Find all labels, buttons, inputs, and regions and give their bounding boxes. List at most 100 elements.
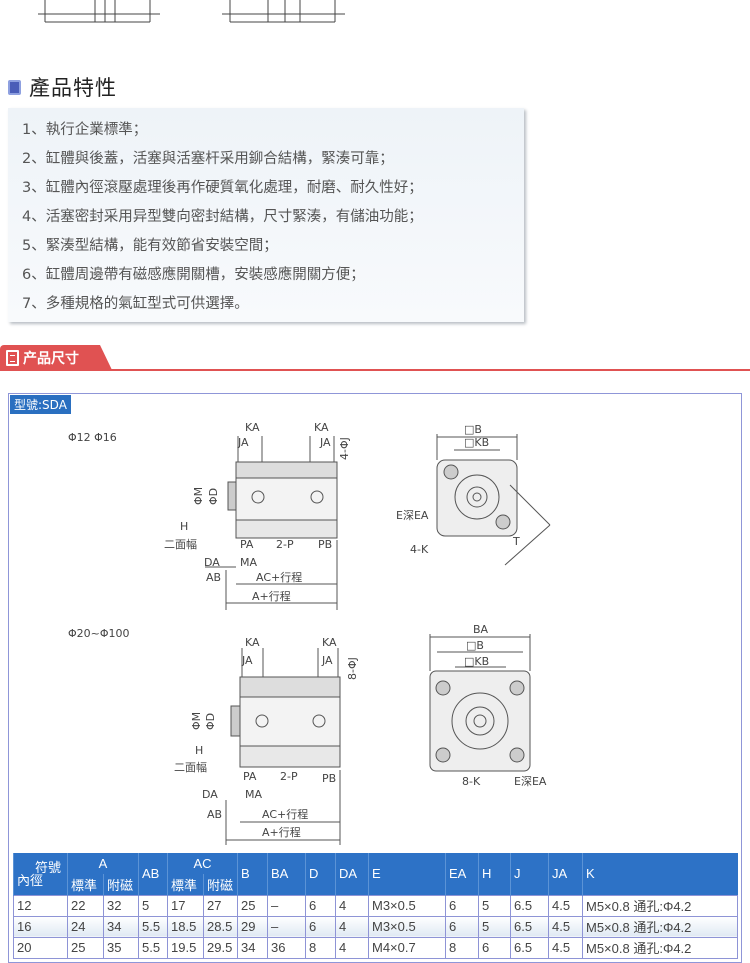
dim-label: AC+行程 <box>256 571 302 584</box>
header-DA: DA <box>335 853 369 895</box>
dim-label: E深EA <box>514 775 547 788</box>
drawing-small-front-view <box>436 434 551 566</box>
subheader-standard: 標準 <box>67 874 104 895</box>
table-cell: 19.5 <box>167 936 204 959</box>
dim-label: □KB <box>464 655 489 668</box>
header-E: E <box>368 853 446 895</box>
table-cell: M3×0.5 <box>368 915 446 938</box>
dim-label: DA <box>204 556 220 569</box>
dim-label: PA <box>240 538 254 551</box>
table-cell: – <box>267 915 306 938</box>
dim-label: JA <box>241 654 253 667</box>
table-cell: M4×0.7 <box>368 936 446 959</box>
table-cell: 5.5 <box>138 936 168 959</box>
header-JA: JA <box>548 853 583 895</box>
model-label: 型號:SDA <box>10 395 71 414</box>
dim-label: 二面幅 <box>164 538 197 551</box>
dim-label: KA <box>322 636 337 649</box>
dim-label: ΦD <box>204 713 217 730</box>
features-title: 產品特性 <box>29 76 117 100</box>
table-cell: M5×0.8 通孔:Φ4.2 <box>582 915 738 938</box>
dim-label: ΦM <box>192 487 205 505</box>
table-cell: 29.5 <box>203 936 238 959</box>
table-cell: 17 <box>167 894 204 917</box>
header-D: D <box>305 853 336 895</box>
feature-item: 3、缸體內徑滾壓處理後再作硬質氧化處理，耐磨、耐久性好； <box>22 180 423 196</box>
feature-item: 4、活塞密封采用异型雙向密封結構，尺寸緊湊，有儲油功能； <box>22 209 423 225</box>
table-cell: 25 <box>237 894 268 917</box>
header-J: J <box>510 853 549 895</box>
dim-label: 4-ΦJ <box>338 437 351 460</box>
drawing-small-side-view <box>205 436 338 610</box>
drawing-large-front-view <box>429 634 531 772</box>
dim-label: □KB <box>464 436 489 449</box>
header-A: A <box>67 853 139 874</box>
heading-bullet-icon <box>8 79 21 95</box>
feature-item: 7、多種規格的氣缸型式可供選擇。 <box>22 296 249 312</box>
dim-label: □B <box>466 639 484 652</box>
feature-item: 6、缸體周邊帶有磁感應開關槽，安裝感應開關方便； <box>22 267 365 283</box>
header-EA: EA <box>445 853 479 895</box>
section-divider <box>0 369 750 371</box>
table-cell: 34 <box>103 915 139 938</box>
table-cell: M3×0.5 <box>368 894 446 917</box>
table-cell: 5.5 <box>138 915 168 938</box>
dim-label: KA <box>245 636 260 649</box>
dim-label: MA <box>240 556 257 569</box>
dimensions-title: 产品尺寸 <box>23 350 79 367</box>
feature-item: 1、執行企業標準； <box>22 122 148 138</box>
dimension-drawings: Φ12 Φ16 KA KA JA JA 4-ΦJ ΦM ΦD H 二面幅 PA … <box>68 421 551 845</box>
table-cell: M5×0.8 通孔:Φ4.2 <box>582 894 738 917</box>
table-cell: 18.5 <box>167 915 204 938</box>
table-cell: 16 <box>13 915 68 938</box>
dim-label: AB <box>206 571 221 584</box>
table-cell: 27 <box>203 894 238 917</box>
dim-label: KA <box>245 421 260 434</box>
dim-label: A+行程 <box>262 826 301 839</box>
dim-label: ΦD <box>207 488 220 505</box>
dim-label: ΦM <box>190 712 203 730</box>
table-cell: 5 <box>138 894 168 917</box>
table-cell: – <box>267 894 306 917</box>
dim-label: AB <box>207 808 222 821</box>
feature-item: 2、缸體與後蓋，活塞與活塞杆采用鉚合結構，緊湊可靠； <box>22 151 394 167</box>
corner-header: 符號內徑 <box>13 853 68 895</box>
dim-label: 4-K <box>410 543 429 556</box>
table-cell: 36 <box>267 936 306 959</box>
subheader-magnetic: 附磁 <box>103 874 139 895</box>
dim-label: AC+行程 <box>262 808 308 821</box>
header-BA: BA <box>267 853 306 895</box>
table-cell: 4 <box>335 915 369 938</box>
features-list: 1、執行企業標準； 2、缸體與後蓋，活塞與活塞杆采用鉚合結構，緊湊可靠； 3、缸… <box>8 108 524 322</box>
dim-label: BA <box>473 623 489 636</box>
dim-label: 2-P <box>280 770 298 783</box>
dim-label: □B <box>464 423 482 436</box>
dim-label: PB <box>318 538 332 551</box>
table-cell: 35 <box>103 936 139 959</box>
dim-label: KA <box>314 421 329 434</box>
table-cell: 5 <box>478 894 511 917</box>
table-cell: 20 <box>13 936 68 959</box>
table-cell: 32 <box>103 894 139 917</box>
size-range-label: Φ12 Φ16 <box>68 431 117 444</box>
table-cell: 28.5 <box>203 915 238 938</box>
drawing-large-side-view <box>225 648 341 845</box>
dimensions-tab: 产品尺寸 <box>0 345 112 370</box>
dim-label: PA <box>243 770 257 783</box>
dim-label: PB <box>322 772 336 785</box>
dim-label: MA <box>245 788 262 801</box>
header-K: K <box>582 853 738 895</box>
table-cell: 6.5 <box>510 894 549 917</box>
header-B: B <box>237 853 268 895</box>
table-cell: 6 <box>305 915 336 938</box>
dim-label: 8-ΦJ <box>346 657 359 680</box>
table-cell: 6 <box>445 894 479 917</box>
table-cell: 22 <box>67 894 104 917</box>
table-cell: 8 <box>445 936 479 959</box>
dim-label: A+行程 <box>252 590 291 603</box>
table-cell: 25 <box>67 936 104 959</box>
features-heading: 產品特性 <box>8 72 117 102</box>
